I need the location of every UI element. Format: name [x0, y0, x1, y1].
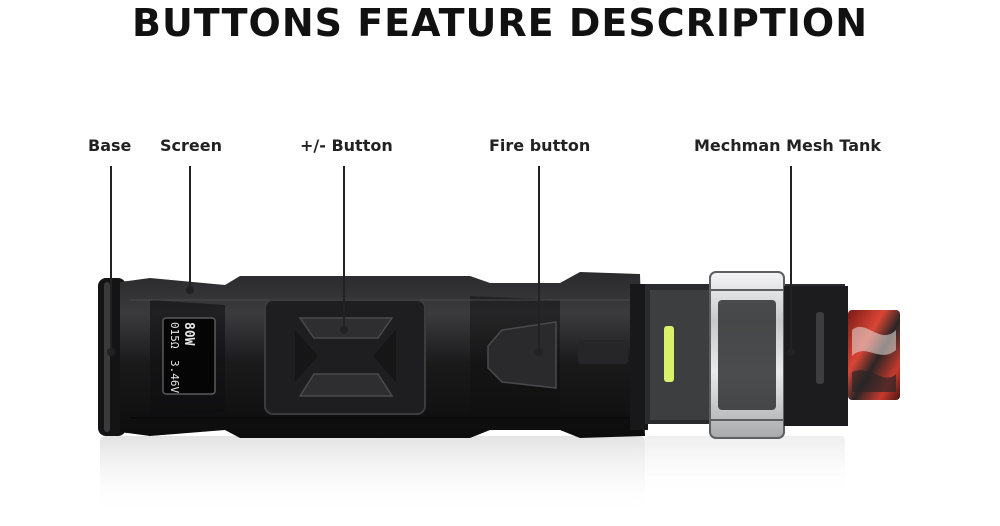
tank: [645, 271, 848, 439]
base-cap: [98, 278, 126, 436]
pointer-base-dot: [107, 348, 115, 356]
pointer-plus-minus: [343, 166, 345, 330]
connector-ring: [578, 284, 648, 430]
reflection: [100, 436, 845, 516]
screen-voltage: 3.46V: [168, 360, 181, 394]
pointer-plus-minus-dot: [340, 326, 348, 334]
pointer-base: [110, 166, 112, 352]
pointer-tank-dot: [787, 348, 795, 356]
drip-tip: [848, 310, 900, 400]
page-title: BUTTONS FEATURE DESCRIPTION: [131, 1, 868, 45]
screen-wattage: 80W: [181, 322, 196, 346]
pointer-fire-dot: [535, 348, 543, 356]
pointer-screen: [189, 166, 191, 290]
screen-resistance: 015Ω: [168, 322, 181, 349]
label-plus-minus-button: +/- Button: [300, 136, 393, 155]
label-base: Base: [88, 136, 132, 155]
plus-minus-button-panel: [264, 299, 426, 415]
label-fire-button: Fire button: [489, 136, 591, 155]
label-screen: Screen: [160, 136, 222, 155]
pointer-tank: [790, 166, 792, 352]
label-mechman-mesh-tank: Mechman Mesh Tank: [694, 136, 882, 155]
pointer-screen-dot: [186, 286, 194, 294]
pointer-fire: [538, 166, 540, 352]
screen-panel: [162, 317, 216, 395]
